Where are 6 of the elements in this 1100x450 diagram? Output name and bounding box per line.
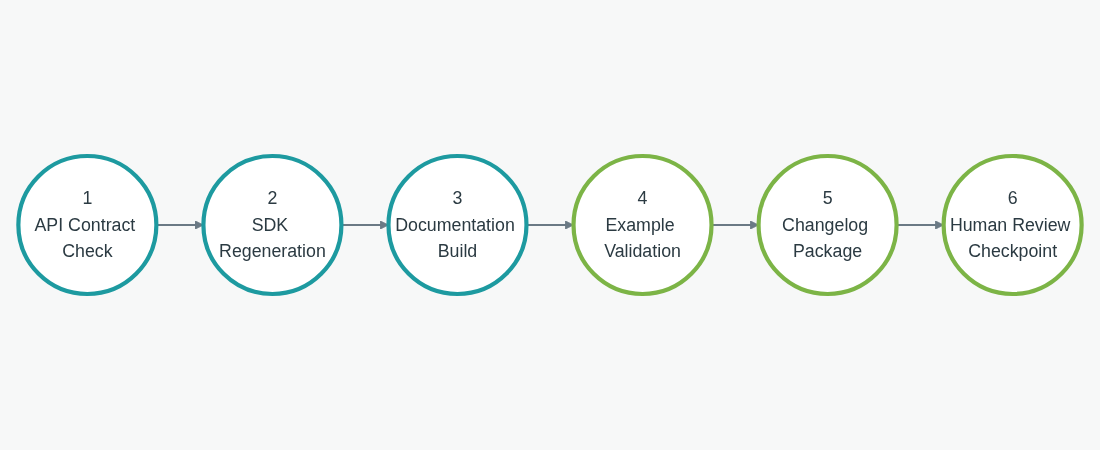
node-circle: 1 API Contract Check <box>16 153 159 297</box>
node-circle: 3 Documentation Build <box>386 153 529 297</box>
node-circle: 6 Human Review Checkpoint <box>941 153 1084 297</box>
node-circle: 4 Example Validation <box>571 153 714 297</box>
node-circle: 5 Changelog Package <box>756 153 899 297</box>
node-circle: 2 SDK Regeneration <box>201 153 344 297</box>
